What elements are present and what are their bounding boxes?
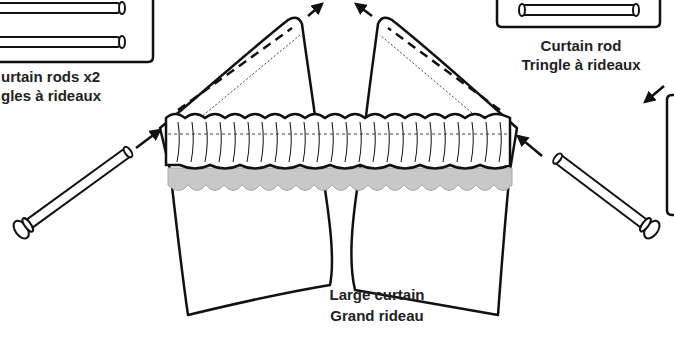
valance xyxy=(166,114,512,191)
inset-box xyxy=(645,86,674,215)
curtain xyxy=(160,18,517,315)
inset-box xyxy=(0,0,153,62)
fold-line xyxy=(178,4,500,118)
part-label: Tringle à rideaux xyxy=(521,56,640,74)
part-label: urtain rods x2 xyxy=(1,68,100,86)
inset-box xyxy=(497,0,660,27)
part-label: Large curtain xyxy=(329,286,424,304)
part-label: Grand rideau xyxy=(330,307,423,325)
curtain-rod xyxy=(11,130,663,241)
part-label: Curtain rod xyxy=(541,37,622,55)
part-label: gles à rideaux xyxy=(1,87,101,105)
